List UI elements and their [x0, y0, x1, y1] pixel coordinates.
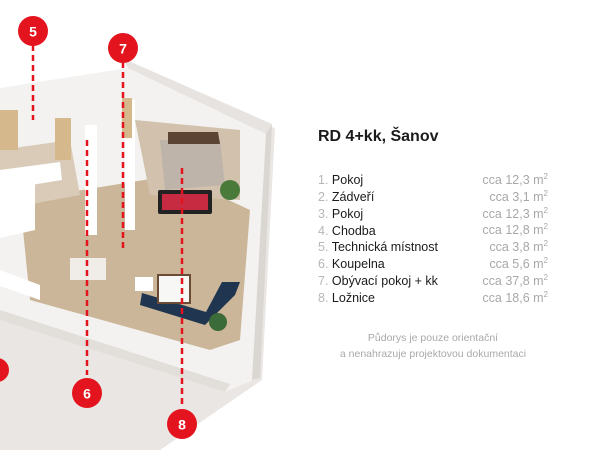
- room-number: 6.: [318, 257, 329, 272]
- room-number: 5.: [318, 240, 329, 255]
- marker-label: 6: [83, 386, 91, 402]
- room-item: 3. Pokoj cca 12,3 m2: [318, 203, 548, 221]
- wall: [125, 100, 135, 230]
- door: [122, 98, 132, 138]
- room-name: Koupelna: [331, 257, 385, 272]
- room-list: 1. Pokoj cca 12,3 m2 2. Zádveří cca 3,1 m2…: [318, 169, 548, 305]
- room-name: Zádveří: [331, 189, 375, 204]
- room-item: 2. Zádveří cca 3,1 m2: [318, 186, 548, 204]
- room-item: 1. Pokoj cca 12,3 m2: [318, 169, 548, 188]
- door: [55, 118, 71, 160]
- kitchen-counter: [0, 172, 35, 238]
- info-panel: RD 4+kk, Šanov 1. Pokoj cca 12,3 m2 2. Zá…: [318, 128, 548, 362]
- door: [0, 110, 18, 150]
- bed: [160, 140, 225, 190]
- room-area: cca 3,1 m2: [489, 188, 548, 204]
- wall: [0, 310, 230, 392]
- room-area: cca 18,6 m2: [482, 289, 548, 305]
- room-area: cca 12,8 m2: [482, 222, 548, 238]
- marker-label: 7: [119, 41, 127, 57]
- bed-headboard: [168, 132, 220, 144]
- room-name: Chodba: [331, 223, 376, 238]
- room-area: cca 3,8 m2: [489, 239, 548, 255]
- room-name: Obývací pokoj + kk: [331, 273, 438, 288]
- floor-plan-illustration: 5 7 6 8: [0, 16, 275, 450]
- room-name: Pokoj: [331, 206, 364, 221]
- wall: [252, 124, 272, 380]
- room-area: cca 12,3 m2: [482, 205, 548, 221]
- plan-title: RD 4+kk, Šanov: [318, 128, 439, 145]
- disclaimer-line: a nenahrazuje projektovou dokumentaci: [339, 348, 527, 361]
- room-item: 8. Ložnice cca 18,6 m2: [318, 287, 548, 305]
- room-number: 7.: [318, 273, 329, 288]
- dining-table: [70, 258, 106, 280]
- living-room-floor: [20, 175, 250, 350]
- room-item: 4. Chodba cca 12,8 m2: [318, 219, 548, 238]
- wall: [122, 58, 272, 134]
- room-number: 8.: [318, 290, 329, 305]
- room-name: Pokoj: [331, 173, 364, 188]
- marker-label: 5: [29, 24, 37, 40]
- room-item: 5. Technická místnost cca 3,8 m2: [318, 236, 548, 255]
- room-marker-5[interactable]: 5: [18, 16, 48, 46]
- wall: [0, 270, 40, 300]
- disclaimer-note: Půdorys je pouze orientační a nenahrazuj…: [318, 330, 548, 362]
- room-area: cca 37,8 m2: [482, 272, 548, 288]
- marker-label: 8: [178, 417, 186, 433]
- room-number: 3.: [318, 206, 329, 221]
- tv-screen: [162, 194, 208, 210]
- chair: [135, 277, 153, 291]
- room-number: 2.: [318, 189, 329, 204]
- room-marker-8[interactable]: 8: [167, 409, 197, 439]
- room-item: 6. Koupelna cca 5,6 m2: [318, 253, 548, 272]
- room-name: Technická místnost: [331, 240, 438, 255]
- room-number: 4.: [318, 223, 329, 238]
- disclaimer-line: Půdorys je pouze orientační: [367, 332, 499, 345]
- plant: [220, 180, 240, 200]
- room-marker-partial[interactable]: [0, 358, 9, 382]
- room-area: cca 12,3 m2: [482, 172, 548, 188]
- room-area: cca 5,6 m2: [489, 255, 548, 272]
- room-marker-6[interactable]: 6: [72, 378, 102, 408]
- coffee-table: [157, 274, 191, 304]
- room-marker-7[interactable]: 7: [108, 33, 138, 63]
- plant: [209, 313, 227, 331]
- room-item: 7. Obývací pokoj + kk cca 37,8 m2: [318, 270, 548, 288]
- room-number: 1.: [318, 173, 329, 188]
- room-name: Ložnice: [331, 290, 376, 305]
